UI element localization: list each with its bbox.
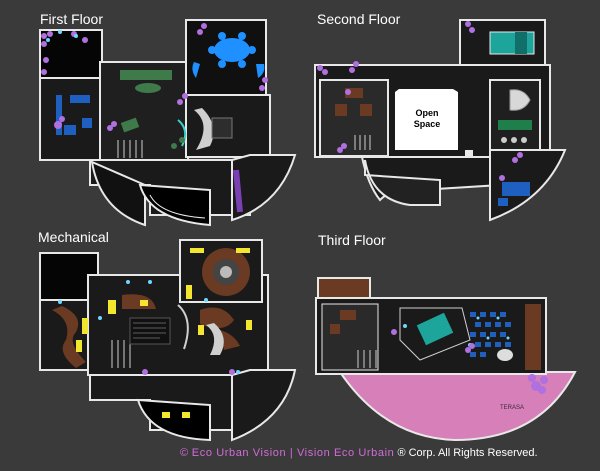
first-floor-title: First Floor [40, 11, 103, 27]
third-floor-title: Third Floor [318, 232, 386, 248]
second-floor-title: Second Floor [317, 11, 401, 27]
mechanical-plan [39, 239, 297, 442]
copyright-footer: © Eco Urban Vision | Vision Eco Urbain ®… [180, 447, 538, 459]
open-space-line2: Space [413, 119, 441, 129]
copyright-symbol: © [180, 447, 189, 459]
brand-name: Eco Urban Vision | Vision Eco Urbain [191, 447, 395, 459]
rights-text: ® Corp. All Rights Reserved. [397, 447, 538, 459]
open-space-line1: Open [415, 108, 439, 118]
mechanical-title: Mechanical [38, 229, 109, 245]
second-floor-plan [314, 19, 567, 222]
first-floor-plan [39, 19, 297, 227]
open-space-label: Open Space [398, 108, 456, 130]
terasa-label: TERASA [500, 405, 525, 411]
third-floor-plan [315, 277, 577, 442]
